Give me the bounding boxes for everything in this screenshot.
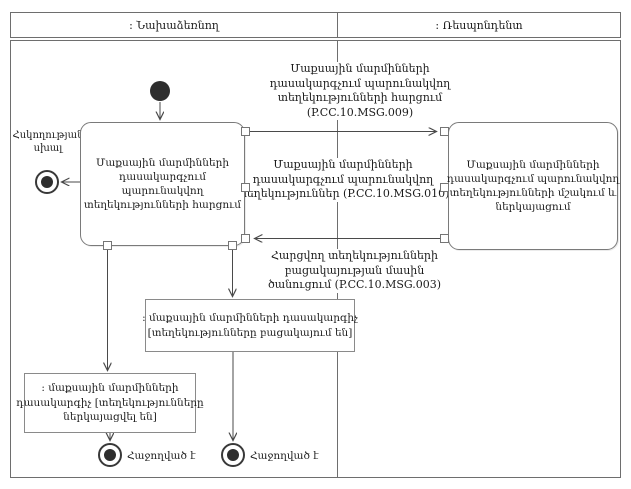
text-line: Հսկողության — [12, 130, 84, 141]
output-pin-msg009 — [241, 127, 250, 136]
failure-final-node — [35, 170, 59, 194]
success-final-node-left — [98, 443, 122, 467]
text-line: դասակարգիչ [տեղեկությունները — [16, 396, 204, 409]
failure-label: Հսկողության սխալ — [6, 129, 90, 155]
text-line: բացակայության մասին — [282, 263, 427, 278]
text-line: տեղեկությունների հարցում — [83, 199, 242, 211]
input-pin-msg003 — [241, 234, 250, 243]
text-line: ներկայացում — [495, 201, 571, 213]
text-line: Մաքսային մարմինների — [271, 158, 415, 173]
text-line: տեղեկությունների մշակում և — [449, 187, 617, 199]
final-node-core — [227, 449, 239, 461]
text-line: դասակարգչում պարունակվող — [446, 173, 620, 185]
object-classifier-presented: : մաքսային մարմինների դասակարգիչ [տեղեկո… — [16, 373, 204, 433]
success-label-left: Հաջողված է — [127, 450, 196, 462]
text-line: պարունակվող — [121, 185, 204, 197]
input-pin-msg009 — [440, 127, 449, 136]
text-line: տեղեկությունների հարցում — [275, 91, 445, 106]
text-line: (P.CC.10.MSG.009) — [304, 105, 416, 120]
input-pin-msg010 — [241, 183, 250, 192]
text-line: տեղեկություններ (P.CC.10.MSG.010) — [234, 187, 452, 202]
success-final-node-right — [221, 443, 245, 467]
text-line: սխալ — [33, 143, 63, 154]
text-line: դասակարգչում պարունակվող — [267, 76, 453, 91]
lane-title: : Ռեսպոնդենտ — [435, 18, 523, 32]
output-pin-msg003 — [440, 234, 449, 243]
text-line: : մաքսային մարմինների — [41, 382, 179, 395]
lane-title: : Նախաձեռնող — [129, 18, 219, 32]
message-label-msg010: Մաքսային մարմինների դասակարգչում պարունա… — [234, 158, 452, 202]
output-pin-object-missing — [228, 241, 237, 250]
message-label-msg003: Հարցվող տեղեկությունների բացակայության մ… — [252, 249, 457, 293]
final-node-core — [104, 449, 116, 461]
diagram-body-frame — [10, 40, 621, 478]
text-line: : մաքսային մարմինների դասակարգիչ — [142, 312, 358, 324]
lane-header-initiator: : Նախաձեռնող — [10, 12, 338, 38]
text-line: [տեղեկությունները բացակայում են] — [147, 326, 353, 339]
success-label-right: Հաջողված է — [250, 450, 319, 462]
output-pin-object-presented — [103, 241, 112, 250]
text-line: Հարցվող տեղեկությունների — [269, 249, 440, 264]
object-classifier-missing: : մաքսային մարմինների դասակարգիչ [տեղեկո… — [142, 299, 358, 352]
text-line: դասակարգչում — [118, 171, 207, 183]
text-line: ծանուցում (P.CC.10.MSG.003) — [265, 278, 444, 293]
activity-request-information: Մաքսային մարմինների դասակարգչում պարունա… — [80, 122, 245, 246]
text-line: ներկայացվել են] — [63, 411, 157, 424]
activity-process-information: Մաքսային մարմինների դասակարգչում պարունա… — [446, 122, 620, 250]
output-pin-msg010 — [440, 183, 449, 192]
final-node-core — [41, 176, 53, 188]
text-line: Մաքսային մարմինների — [96, 157, 229, 169]
text-line: դասակարգչում պարունակվող — [250, 172, 436, 187]
message-label-msg009: Մաքսային մարմինների դասակարգչում պարունա… — [250, 62, 470, 120]
lane-header-respondent: : Ռեսպոնդենտ — [337, 12, 621, 38]
initial-node — [150, 81, 170, 101]
text-line: Մաքսային մարմինների — [466, 159, 600, 171]
text-line: Մաքսային մարմինների — [288, 62, 432, 77]
